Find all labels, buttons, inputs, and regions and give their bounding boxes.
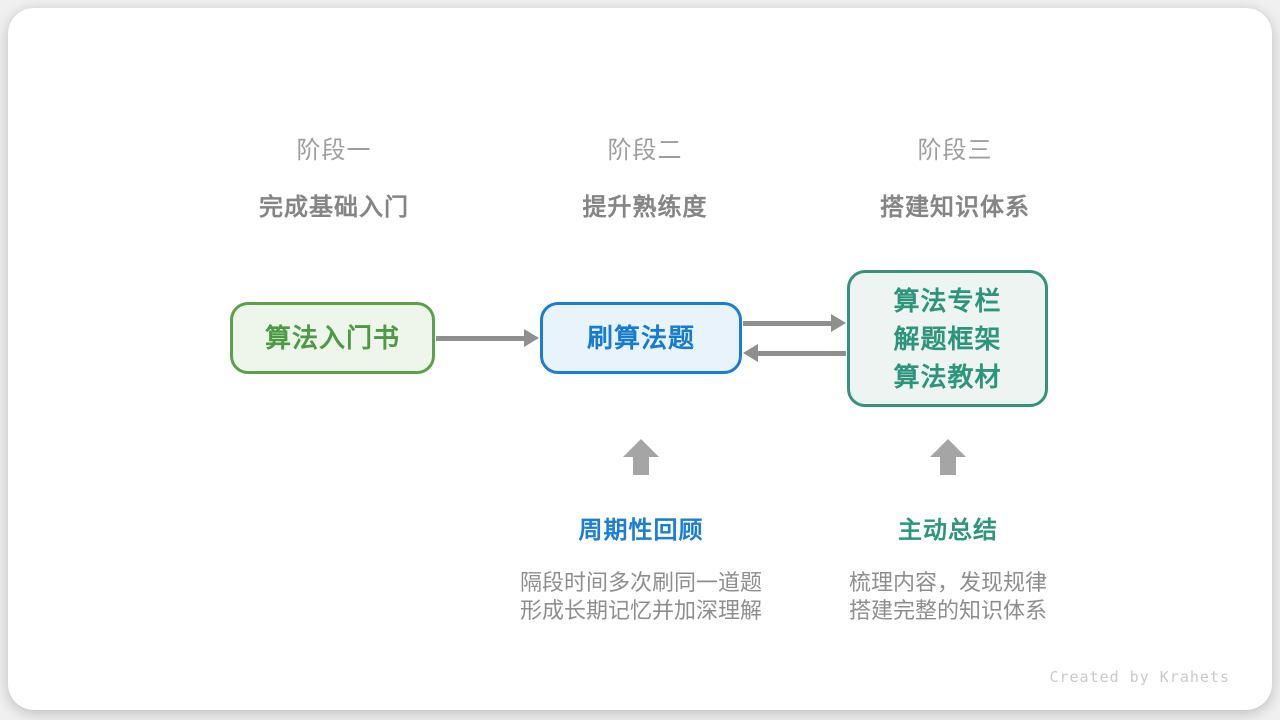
annotation-review-line-2: 形成长期记忆并加深理解	[519, 598, 762, 623]
arrow-head-right-icon	[831, 314, 846, 332]
node-intro-book: 算法入门书	[230, 302, 435, 374]
annotation-summarize-line-1: 梳理内容，发现规律	[848, 570, 1047, 595]
up-arrow-review-icon	[623, 439, 659, 475]
arrow-head-left-icon	[743, 344, 758, 362]
credit-text: Created by Krahets	[1049, 668, 1230, 686]
up-arrow-summarize-icon	[930, 439, 966, 475]
stage-1-label: 阶段一	[296, 137, 372, 164]
stage-1-subtitle: 完成基础入门	[259, 194, 409, 221]
arrow-shaft	[436, 335, 526, 341]
arrow-intro-to-practice	[436, 329, 539, 347]
annotation-review-line-1: 隔段时间多次刷同一道题	[519, 570, 762, 595]
annotation-summarize: 主动总结 梳理内容，发现规律 搭建完整的知识体系	[788, 510, 1108, 625]
node-resources-line-3: 算法教材	[893, 361, 1002, 392]
arrow-resources-to-practice	[743, 344, 846, 362]
annotation-summarize-title: 主动总结	[898, 517, 998, 544]
stage-2-subtitle: 提升熟练度	[582, 194, 708, 221]
arrow-shaft	[743, 320, 833, 326]
node-resources-line-2: 解题框架	[893, 323, 1002, 354]
stage-3-label: 阶段三	[917, 137, 993, 164]
arrow-practice-to-resources	[743, 314, 846, 332]
annotation-summarize-line-2: 搭建完整的知识体系	[848, 598, 1047, 623]
arrow-shaft	[756, 350, 846, 356]
stage-3-header: 阶段三 搭建知识体系	[795, 130, 1115, 222]
stage-2-header: 阶段二 提升熟练度	[485, 130, 805, 222]
stage-1-header: 阶段一 完成基础入门	[174, 130, 494, 222]
node-resources: 算法专栏 解题框架 算法教材	[847, 270, 1048, 407]
diagram-card: 阶段一 完成基础入门 阶段二 提升熟练度 阶段三 搭建知识体系 算法入门书 刷算…	[8, 8, 1272, 710]
annotation-review-title: 周期性回顾	[578, 517, 704, 544]
node-practice-label: 刷算法题	[586, 323, 695, 353]
stage-2-label: 阶段二	[607, 137, 683, 164]
annotation-review: 周期性回顾 隔段时间多次刷同一道题 形成长期记忆并加深理解	[481, 510, 801, 625]
stage-3-subtitle: 搭建知识体系	[880, 194, 1030, 221]
arrow-head-right-icon	[524, 329, 539, 347]
node-resources-line-1: 算法专栏	[893, 285, 1002, 316]
node-practice: 刷算法题	[540, 302, 742, 374]
node-intro-book-label: 算法入门书	[264, 323, 400, 353]
